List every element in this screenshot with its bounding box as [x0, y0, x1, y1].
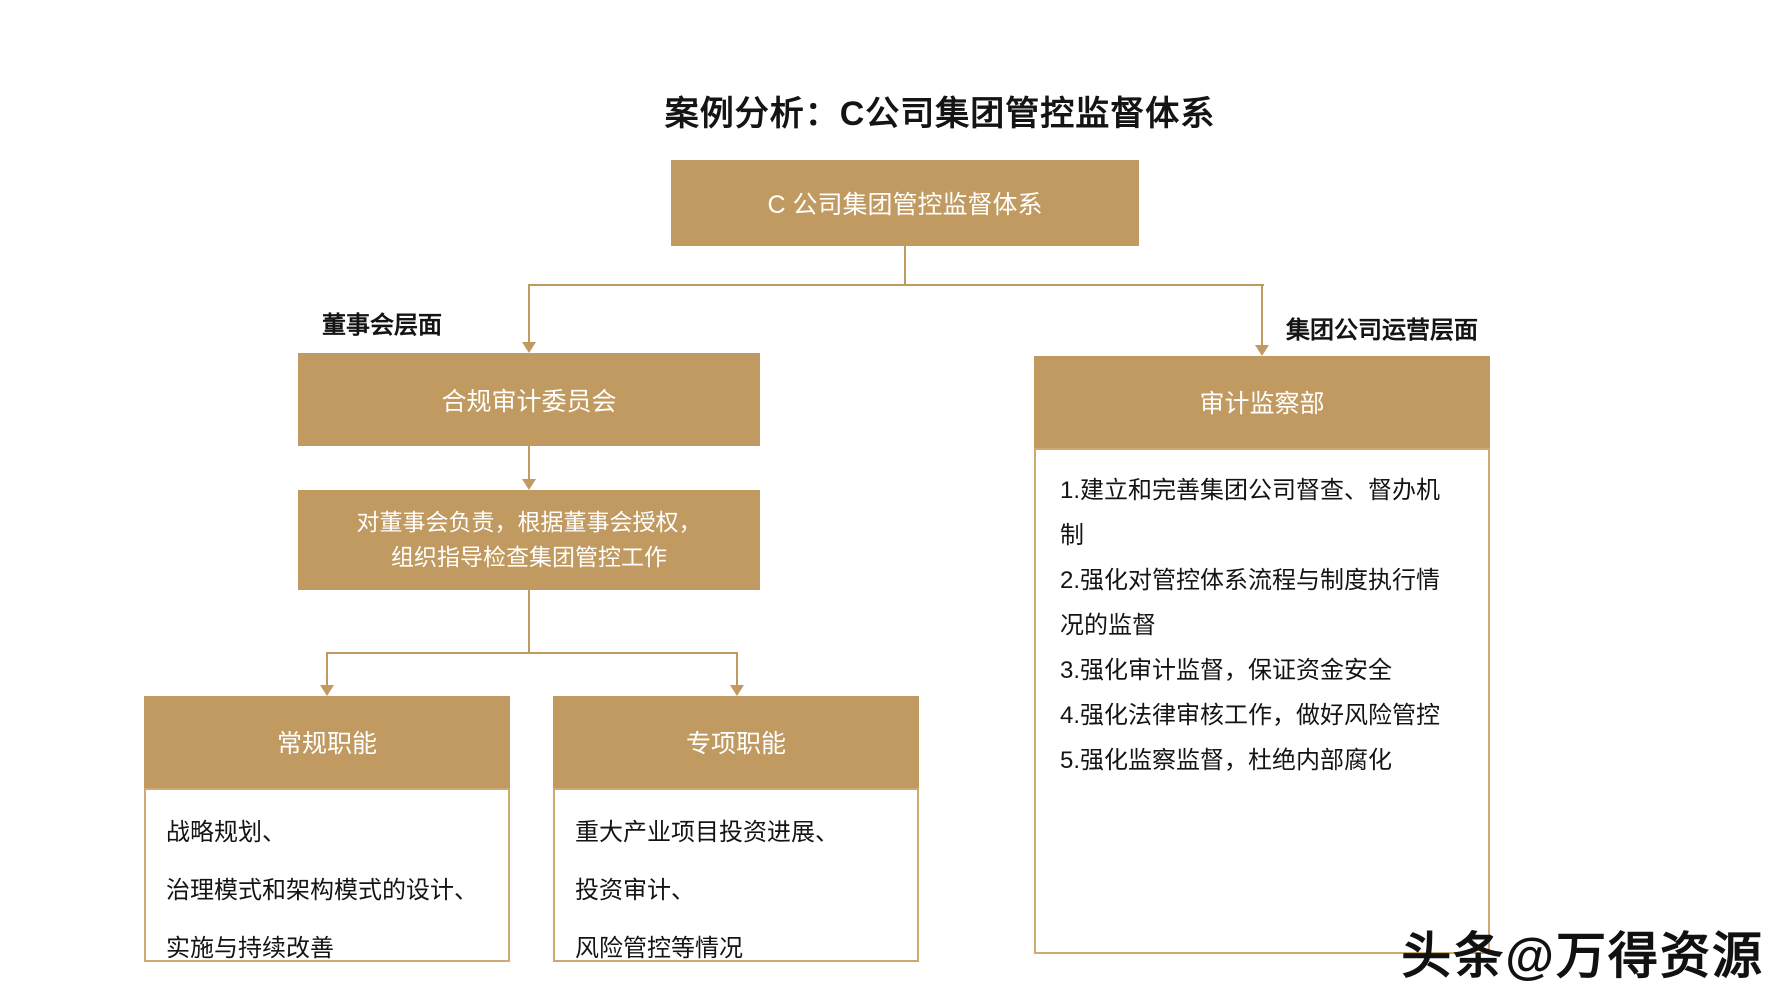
compliance-committee-box: 合规审计委员会: [298, 353, 760, 446]
duty-box-line1: 对董事会负责，根据董事会授权，: [356, 509, 702, 535]
audit-item: 2.强化对管控体系流程与制度执行情况的监督: [1060, 567, 1441, 639]
connector-committee-duty: [528, 446, 530, 480]
duty-box-line2: 组织指导检查集团管控工作: [391, 544, 667, 570]
page-title: 案例分析：C公司集团管控监督体系: [664, 95, 1216, 133]
watermark-text: 头条@万得资源: [1401, 928, 1764, 984]
audit-item: 1.建立和完善集团公司督查、督办机制: [1060, 477, 1441, 549]
regular-functions-line: 战略规划、: [166, 819, 286, 846]
connector-regular-drop: [326, 652, 328, 685]
arrowhead-right-branch: [1255, 345, 1269, 356]
connector-duty-split-vertical: [528, 590, 530, 652]
regular-functions-header: 常规职能: [144, 696, 510, 788]
special-functions-body: 重大产业项目投资进展、 投资审计、 风险管控等情况: [553, 788, 919, 962]
connector-special-drop: [736, 652, 738, 685]
audit-department-title: 审计监察部: [1199, 390, 1325, 418]
board-level-label: 董事会层面: [322, 312, 442, 339]
audit-department-card: 审计监察部 1.建立和完善集团公司督查、督办机制 2.强化对管控体系流程与制度执…: [1034, 356, 1490, 954]
audit-item: 5.强化监察监督，杜绝内部腐化: [1060, 747, 1393, 774]
operations-level-label: 集团公司运营层面: [1286, 317, 1478, 344]
regular-functions-title: 常规职能: [276, 730, 377, 758]
special-functions-line: 投资审计、: [575, 877, 695, 904]
regular-functions-line: 治理模式和架构模式的设计、: [166, 877, 478, 904]
connector-left-drop: [528, 284, 530, 342]
special-functions-header: 专项职能: [553, 696, 919, 788]
regular-functions-line: 实施与持续改善: [166, 935, 334, 962]
connector-root-vertical: [904, 246, 906, 286]
arrowhead-special-card: [730, 685, 744, 696]
connector-split-horizontal: [326, 652, 738, 654]
compliance-committee-label: 合规审计委员会: [441, 387, 617, 416]
audit-item: 3.强化审计监督，保证资金安全: [1060, 657, 1393, 684]
audit-item: 4.强化法律审核工作，做好风险管控: [1060, 702, 1441, 729]
special-functions-line: 重大产业项目投资进展、: [575, 819, 839, 846]
special-functions-title: 专项职能: [685, 730, 786, 758]
special-functions-line: 风险管控等情况: [575, 935, 743, 962]
connector-right-drop: [1261, 284, 1263, 346]
root-box: C 公司集团管控监督体系: [671, 160, 1139, 246]
regular-functions-card: 常规职能 战略规划、 治理模式和架构模式的设计、 实施与持续改善: [144, 696, 510, 962]
audit-department-header: 审计监察部: [1034, 356, 1490, 448]
special-functions-card: 专项职能 重大产业项目投资进展、 投资审计、 风险管控等情况: [553, 696, 919, 962]
arrowhead-left-branch: [522, 342, 536, 353]
audit-department-body: 1.建立和完善集团公司督查、督办机制 2.强化对管控体系流程与制度执行情况的监督…: [1034, 448, 1490, 954]
regular-functions-body: 战略规划、 治理模式和架构模式的设计、 实施与持续改善: [144, 788, 510, 962]
connector-main-horizontal: [528, 284, 1264, 286]
arrowhead-duty-box: [522, 479, 536, 490]
duty-box: 对董事会负责，根据董事会授权， 组织指导检查集团管控工作: [298, 490, 760, 590]
arrowhead-regular-card: [320, 685, 334, 696]
root-box-label: C 公司集团管控监督体系: [767, 191, 1043, 219]
